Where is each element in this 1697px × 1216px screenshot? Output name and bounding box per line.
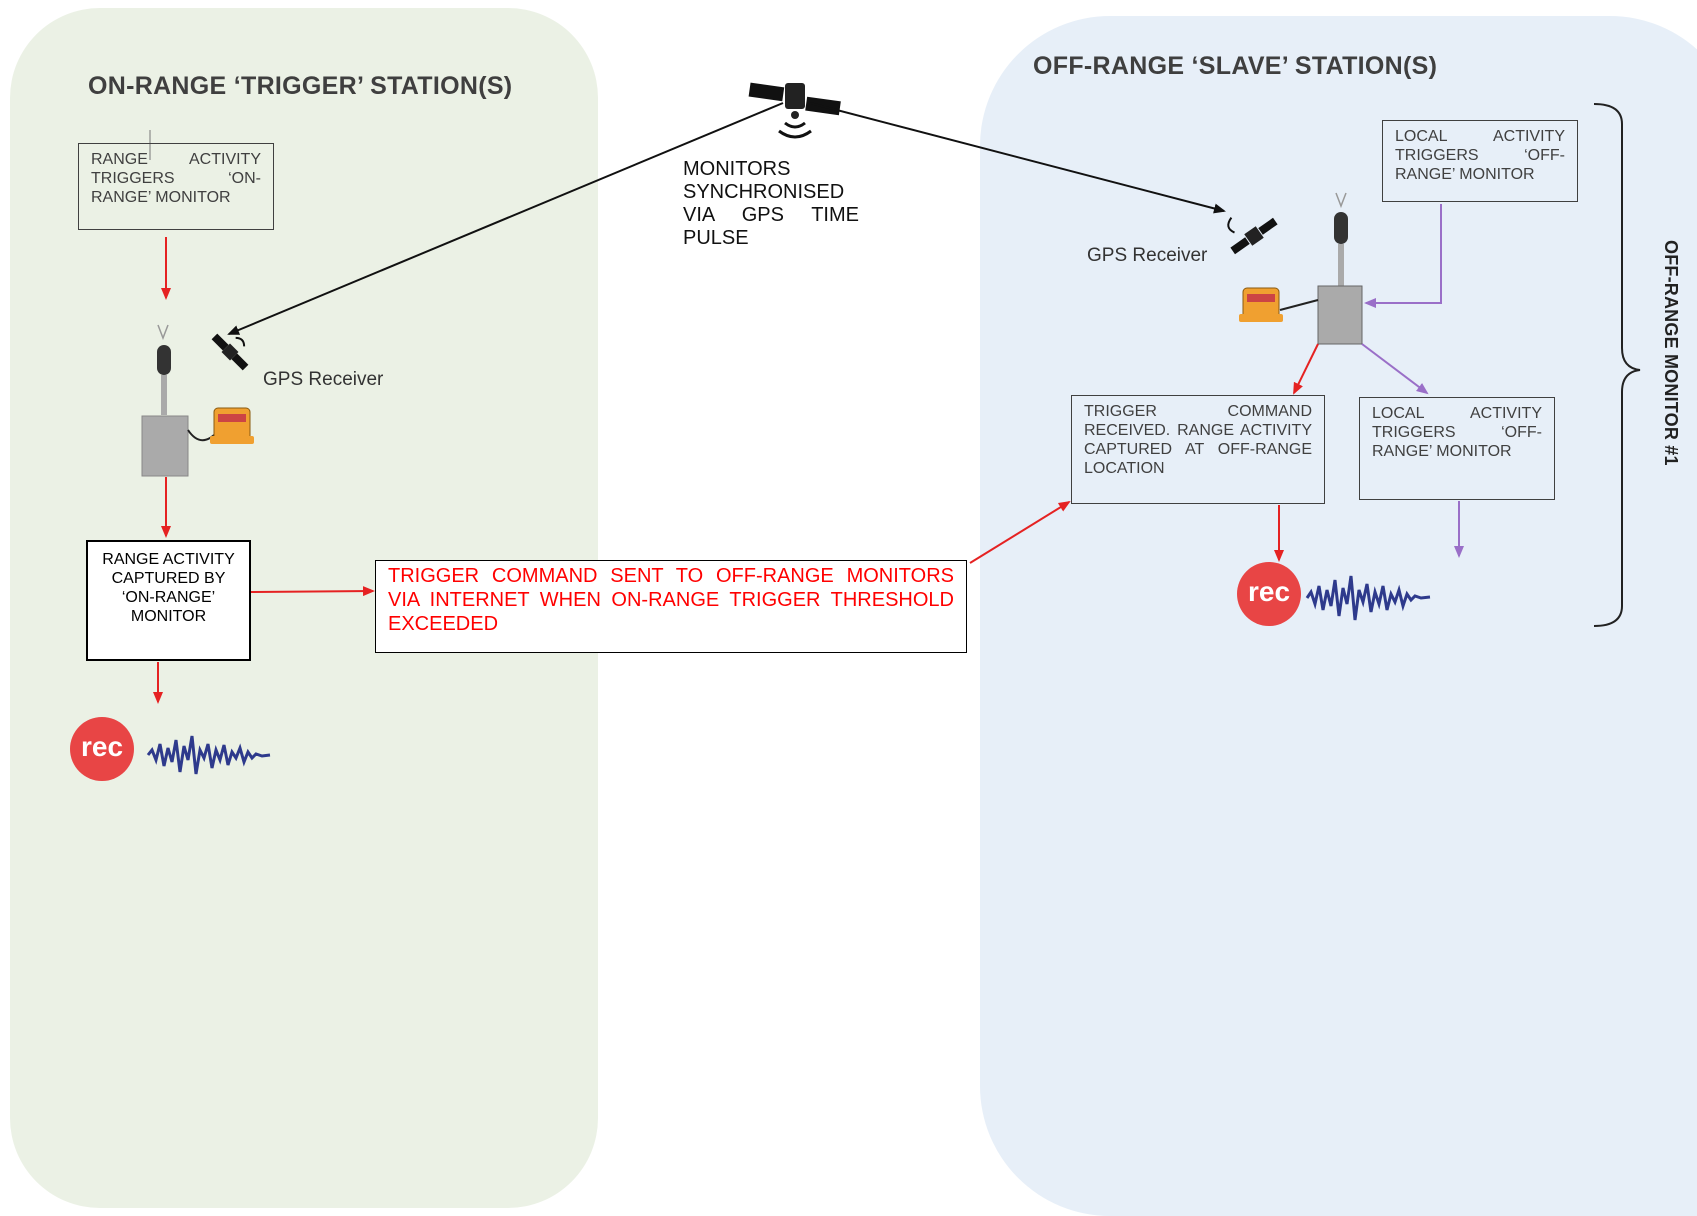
flow-arrow bbox=[1361, 343, 1429, 395]
trigger-send-arrow bbox=[250, 586, 375, 597]
battery-case-icon bbox=[210, 407, 254, 444]
local-activity-arrow bbox=[1364, 204, 1442, 308]
local-activity-top-box: LOCAL ACTIVITY TRIGGERS ‘OFF-RANGE’ MONI… bbox=[1382, 120, 1578, 202]
gps-receiver-icon bbox=[1227, 217, 1278, 255]
noise-monitor-icon bbox=[1279, 192, 1363, 345]
waveform-icon bbox=[146, 735, 271, 775]
range-activity-captured-box: RANGE ACTIVITY CAPTURED BY ‘ON-RANGE’ MO… bbox=[86, 540, 251, 661]
monitor-bracket-label: OFF-RANGE MONITOR #1 bbox=[1661, 240, 1681, 466]
gps-sync-arrow-left bbox=[227, 102, 784, 335]
on-range-title: ON-RANGE ‘TRIGGER’ STATION(S) bbox=[88, 72, 513, 100]
battery-case-icon bbox=[1239, 287, 1283, 322]
rec-icon: rec bbox=[1237, 562, 1301, 626]
off-range-title: OFF-RANGE ‘SLAVE’ STATION(S) bbox=[1033, 52, 1438, 80]
monitor-bracket-label-wrap: OFF-RANGE MONITOR #1 bbox=[1657, 240, 1683, 530]
gps-receiver-label: GPS Receiver bbox=[1087, 245, 1208, 266]
rec-icon: rec bbox=[70, 717, 134, 781]
noise-monitor-icon bbox=[141, 324, 227, 477]
range-activity-triggers-box: RANGE ACTIVITY TRIGGERS ‘ON-RANGE’ MONIT… bbox=[78, 143, 274, 230]
satellite-icon bbox=[748, 82, 841, 139]
local-activity-mid-box: LOCAL ACTIVITY TRIGGERS ‘OFF-RANGE’ MONI… bbox=[1359, 397, 1555, 500]
trigger-receive-arrow bbox=[969, 500, 1071, 564]
gps-sync-arrow-right bbox=[809, 102, 1226, 214]
monitor-bracket bbox=[1593, 103, 1641, 627]
waveform-icon bbox=[1305, 575, 1431, 621]
trigger-received-box: TRIGGER COMMAND RECEIVED. RANGE ACTIVITY… bbox=[1071, 395, 1325, 504]
trigger-command-box: TRIGGER COMMAND SENT TO OFF-RANGE MONITO… bbox=[375, 560, 967, 653]
diagram-graphics bbox=[141, 82, 1641, 775]
gps-receiver-label: GPS Receiver bbox=[263, 369, 384, 390]
satellite-sync-text: MONITORS SYNCHRONISED VIA GPS TIME PULSE bbox=[683, 158, 859, 249]
flow-arrow bbox=[1293, 343, 1319, 395]
